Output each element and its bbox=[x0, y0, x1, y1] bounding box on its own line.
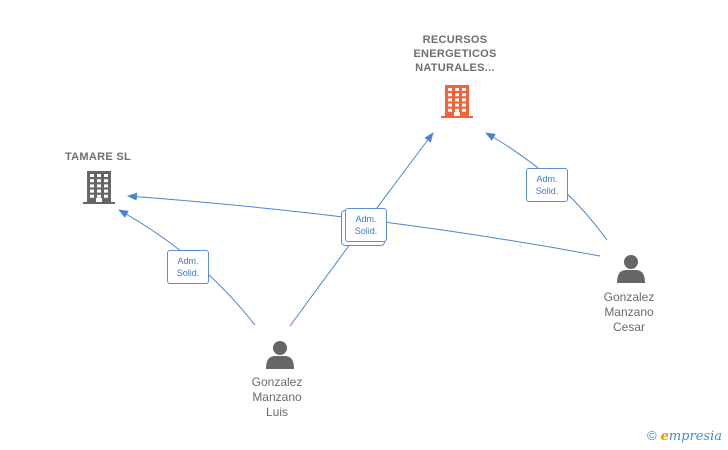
edge-label-cesar-recursos[interactable]: Adm. Solid. bbox=[526, 168, 568, 202]
copyright-icon: © bbox=[646, 428, 657, 443]
node-label-cesar[interactable]: Gonzalez Manzano Cesar bbox=[603, 290, 655, 334]
node-label-recursos[interactable]: RECURSOS ENERGETICOS NATURALES... bbox=[413, 34, 497, 74]
node-label-tamare[interactable]: TAMARE SL bbox=[64, 151, 132, 163]
building-icon-tamare[interactable] bbox=[83, 171, 115, 204]
icons-layer bbox=[83, 85, 645, 369]
empresia-logo[interactable]: ©empresia bbox=[647, 428, 722, 444]
node-label-luis[interactable]: Gonzalez Manzano Luis bbox=[251, 375, 303, 419]
building-icon-recursos[interactable] bbox=[441, 85, 473, 118]
edge-label-luis-recursos[interactable]: Adm. Solid. bbox=[345, 208, 387, 242]
person-icon-luis[interactable] bbox=[266, 341, 294, 369]
edge-label-luis-tamare[interactable]: Adm. Solid. bbox=[167, 250, 209, 284]
brand-initial: e bbox=[660, 429, 669, 444]
brand-name: mpresia bbox=[668, 429, 722, 444]
person-icon-cesar[interactable] bbox=[617, 255, 645, 283]
